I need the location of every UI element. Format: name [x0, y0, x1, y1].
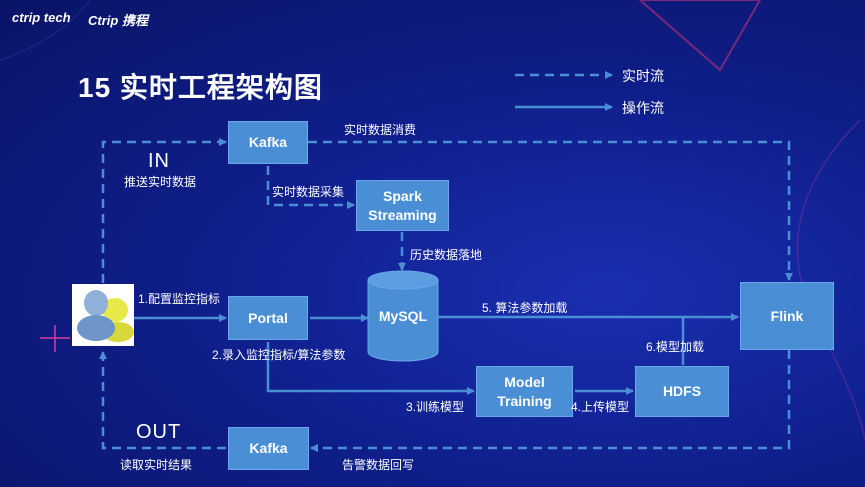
portal-label: Portal: [248, 309, 288, 326]
legend-realtime-label: 实时流: [622, 68, 664, 84]
flink-node: Flink: [740, 282, 834, 350]
edge-kafka-bottom-to-user: [99, 351, 226, 450]
user-avatar-icon: [72, 284, 134, 346]
alert-writeback-label: 告警数据回写: [342, 458, 415, 472]
ctrip-tech-logo-text: ctrip tech: [12, 10, 71, 25]
portal-node: Portal: [228, 296, 308, 340]
model-training-node: Model Training: [476, 366, 573, 417]
kafka-top-label: Kafka: [248, 134, 288, 150]
edge-flink-to-kafka-bottom: [310, 350, 791, 452]
hdfs-node: HDFS: [635, 366, 729, 417]
out-label: OUT: [136, 421, 182, 443]
kafka-bottom-label: Kafka: [249, 440, 288, 456]
enter-metrics-label: 2.录入监控指标/算法参数: [212, 348, 346, 362]
ctrip-logo: Ctrip 携程: [88, 10, 148, 29]
history-land-label: 历史数据落地: [410, 248, 483, 262]
upload-model-label: 4.上传模型: [571, 400, 630, 414]
model-label-line1: Model: [504, 373, 545, 390]
edge-portal-to-model: [266, 342, 475, 395]
spark-streaming-node: Spark Streaming: [356, 180, 449, 231]
push-realtime-label: 推送实时数据: [124, 175, 197, 189]
mysql-label: MySQL: [378, 308, 428, 324]
flink-label: Flink: [770, 307, 804, 324]
realtime-consume-label: 实时数据消费: [344, 123, 417, 137]
ctrip-tech-logo: ctrip tech: [12, 10, 71, 25]
spark-label-line2: Streaming: [368, 206, 437, 223]
train-model-label: 3.训练模型: [406, 400, 465, 414]
spark-label-line1: Spark: [383, 187, 422, 204]
hdfs-label: HDFS: [662, 383, 702, 399]
in-label: IN: [148, 150, 170, 172]
model-load-label: 6.模型加载: [646, 340, 705, 354]
realtime-collect-label: 实时数据采集: [272, 185, 345, 199]
mysql-cylinder: [367, 270, 439, 362]
kafka-bottom-node: Kafka: [228, 427, 309, 470]
mysql-label-wrap: MySQL: [368, 308, 438, 324]
ctrip-logo-text: Ctrip 携程: [88, 13, 148, 28]
model-label-line2: Training: [497, 392, 552, 409]
kafka-top-node: Kafka: [228, 121, 308, 164]
edge-kafka-to-spark: [266, 166, 355, 209]
legend-operation-label: 操作流: [622, 100, 664, 116]
config-metrics-label: 1.配置监控指标: [138, 292, 221, 306]
page-title: 15 实时工程架构图: [78, 72, 323, 103]
algo-load-label: 5. 算法参数加载: [482, 301, 568, 315]
read-results-label: 读取实时结果: [120, 458, 193, 472]
edge-kafka-to-flink: [308, 140, 793, 281]
edge-user-to-kafka-top: [101, 138, 227, 283]
